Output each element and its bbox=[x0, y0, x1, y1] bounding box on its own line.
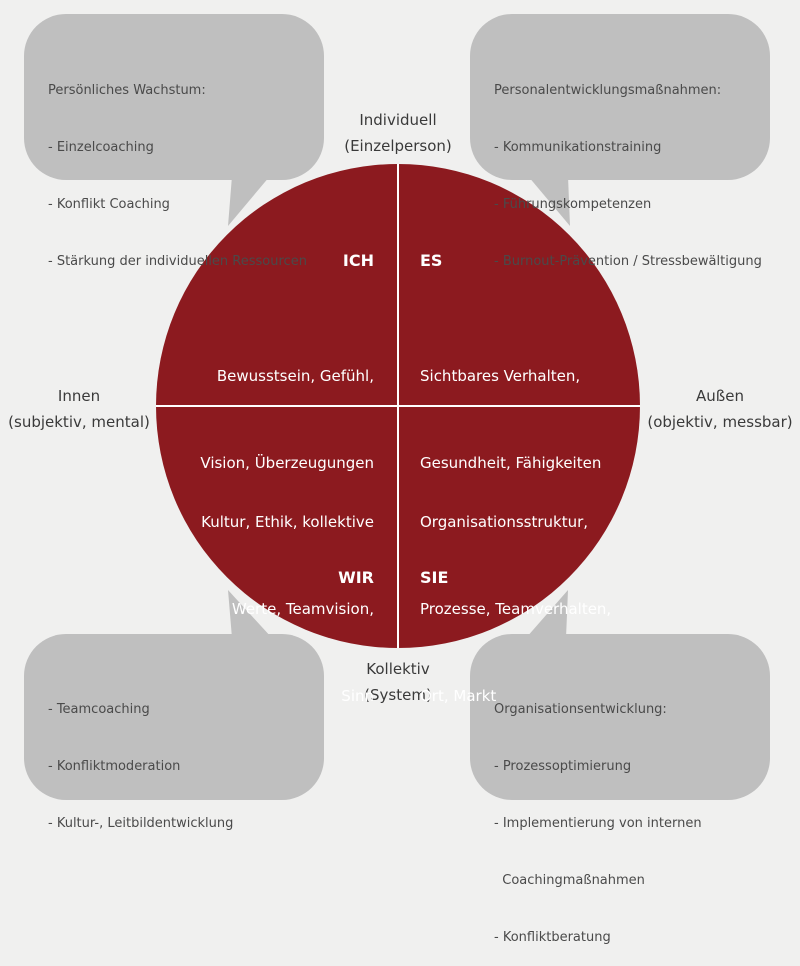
bubble-line: - Implementierung von internen bbox=[494, 816, 702, 831]
axis-label-line: (objektiv, messbar) bbox=[647, 413, 793, 431]
quadrant-text-wir: Kultur, Ethik, kollektive Werte, Teamvis… bbox=[164, 450, 374, 740]
quadrant-text-ich: Bewusstsein, Gefühl, Vision, Überzeugung… bbox=[174, 304, 374, 507]
quadrant-line: Vision, Überzeugungen bbox=[200, 454, 374, 472]
axis-label-left: Innen (subjektiv, mental) bbox=[4, 383, 154, 435]
quadrant-title-wir: WIR bbox=[338, 568, 374, 587]
quadrant-line: Kultur, Ethik, kollektive bbox=[201, 513, 374, 531]
bubble-bottom-right bbox=[470, 590, 770, 800]
quadrant-title-ich: ICH bbox=[342, 251, 374, 270]
bubble-line: - Burnout-Prävention / Stressbewältigung bbox=[494, 254, 762, 269]
axis-label-bottom: Kollektiv (System) bbox=[318, 656, 478, 708]
bubble-line: Coachingmaßnahmen bbox=[494, 873, 645, 888]
bubble-line: - Prozessoptimierung bbox=[494, 759, 632, 774]
quadrant-title-es: ES bbox=[420, 251, 443, 270]
bubble-line: Persönliches Wachstum: bbox=[48, 83, 206, 98]
bubble-top-left bbox=[24, 14, 324, 226]
bubble-line: - Führungskompetenzen bbox=[494, 197, 652, 212]
axis-label-right: Außen (objektiv, messbar) bbox=[642, 383, 798, 435]
bubble-top-right-text: Personalentwicklungsmaßnahmen: - Kommuni… bbox=[494, 43, 762, 290]
bubble-line: - Stärkung der individuellen Ressourcen bbox=[48, 254, 307, 269]
axis-label-line: Kollektiv bbox=[366, 660, 430, 678]
axis-label-line: Individuell bbox=[359, 111, 437, 129]
bubble-top-left-text: Persönliches Wachstum: - Einzelcoaching … bbox=[48, 43, 307, 290]
bubble-line: - Kommunikationstraining bbox=[494, 140, 662, 155]
quadrant-line: Sinn bbox=[341, 687, 374, 705]
quadrant-text-es: Sichtbares Verhalten, Gesundheit, Fähigk… bbox=[420, 304, 601, 507]
quadrant-line: Ort, Markt bbox=[420, 687, 497, 705]
quadrant-diagram bbox=[24, 14, 770, 800]
quadrant-line: Bewusstsein, Gefühl, bbox=[216, 367, 374, 385]
axis-label-line: (System) bbox=[364, 686, 432, 704]
quadrant-line: Gesundheit, Fähigkeiten bbox=[420, 454, 602, 472]
bubble-line: Personalentwicklungsmaßnahmen: bbox=[494, 83, 722, 98]
bubble-bottom-left bbox=[24, 590, 324, 800]
quadrant-line: Werte, Teamvision, bbox=[231, 600, 374, 618]
quadrant-line: Sichtbares Verhalten, bbox=[420, 367, 581, 385]
bubble-line: - Konfliktberatung bbox=[494, 930, 611, 945]
bubble-line: - Kultur-, Leitbildentwicklung bbox=[48, 816, 234, 831]
bubble-line: - Teamcoaching bbox=[48, 702, 150, 717]
axis-label-line: Außen bbox=[696, 387, 744, 405]
quadrant-line: Organisationsstruktur, bbox=[420, 513, 589, 531]
quadrant-text-sie: Organisationsstruktur, Prozesse, Teamver… bbox=[420, 450, 611, 740]
axis-label-line: Innen bbox=[57, 387, 101, 405]
axis-label-line: (Einzelperson) bbox=[344, 137, 452, 155]
quadrant-line: Prozesse, Teamverhalten, bbox=[420, 600, 612, 618]
quadrant-title-sie: SIE bbox=[420, 568, 449, 587]
bubble-line: - Einzelcoaching bbox=[48, 140, 154, 155]
bubble-top-right bbox=[470, 14, 770, 226]
bubble-line: Organisationsentwicklung: bbox=[494, 702, 667, 717]
axis-label-top: Individuell (Einzelperson) bbox=[318, 107, 478, 159]
bubble-line: - Konfliktmoderation bbox=[48, 759, 181, 774]
bubble-line: - Konflikt Coaching bbox=[48, 197, 170, 212]
axis-label-line: (subjektiv, mental) bbox=[8, 413, 150, 431]
